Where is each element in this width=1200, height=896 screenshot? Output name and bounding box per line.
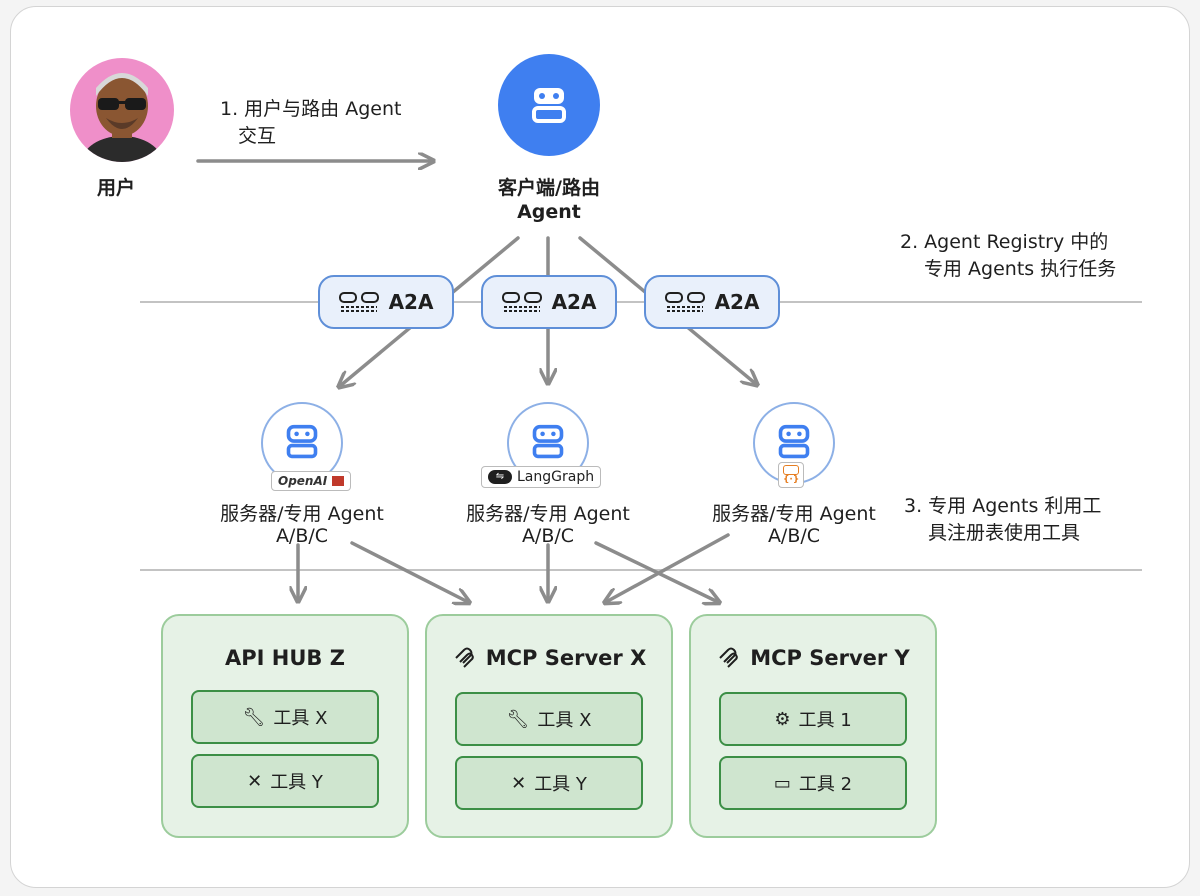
- a2a-handshake-icon: [338, 292, 379, 312]
- mini-robot-icon: [783, 465, 800, 475]
- hub-title: MCP Server Y: [691, 646, 935, 670]
- a2a-handshake-icon: [664, 292, 705, 312]
- drill-icon: ⚙︎: [774, 708, 791, 730]
- wrench-icon: 🔧︎: [506, 708, 530, 730]
- openai-logo-mark: [332, 476, 345, 486]
- hub-title: MCP Server X: [427, 646, 671, 670]
- code-braces-icon: {·}: [783, 475, 800, 485]
- agent-c-label-line2: A/B/C: [767, 525, 821, 547]
- step1-line1: 1. 用户与路由 Agent: [220, 98, 402, 120]
- step3-line1: 3. 专用 Agents 利用工: [904, 495, 1102, 517]
- agent-a-label-line1: 服务器/专用 Agent: [220, 503, 384, 525]
- agent-a-label-line2: A/B/C: [275, 525, 329, 547]
- agent-b-label-line2: A/B/C: [521, 525, 575, 547]
- a2a-pill-2: A2A: [481, 275, 617, 329]
- router-agent-node: [498, 54, 600, 156]
- user-avatar: [70, 58, 174, 162]
- langgraph-label: LangGraph: [517, 469, 595, 485]
- tool-x[interactable]: 🔧︎ 工具 X: [455, 692, 643, 746]
- hub-title-label: API HUB Z: [225, 646, 345, 670]
- hub-title-label: MCP Server Y: [750, 646, 910, 670]
- hub-title-label: MCP Server X: [485, 646, 647, 670]
- tool-label: 工具 Y: [270, 772, 323, 793]
- a2a-handshake-icon: [501, 292, 542, 312]
- mcp-server-y: MCP Server Y ⚙︎ 工具 1 ▭ 工具 2: [689, 614, 937, 838]
- code-agent-badge: {·}: [778, 462, 805, 488]
- tool-1[interactable]: ⚙︎ 工具 1: [719, 692, 907, 746]
- tool-label: 工具 X: [537, 710, 592, 731]
- a2a-pill-1: A2A: [318, 275, 454, 329]
- tool-y[interactable]: ✕ 工具 Y: [191, 754, 379, 808]
- robot-icon: [532, 424, 564, 459]
- ruler-icon: ▭: [773, 772, 791, 794]
- agent-c-to-mcpx-arrow: [606, 533, 730, 602]
- tool-y[interactable]: ✕ 工具 Y: [455, 756, 643, 810]
- a2a-label: A2A: [551, 290, 597, 314]
- mcp-icon: [719, 647, 739, 668]
- mcp-server-x: MCP Server X 🔧︎ 工具 X ✕ 工具 Y: [425, 614, 673, 838]
- langgraph-logo-icon: ⇋: [488, 470, 512, 484]
- router-label-line1: 客户端/路由: [498, 177, 600, 199]
- langgraph-badge: ⇋ LangGraph: [481, 466, 602, 488]
- a2a-pill-3: A2A: [644, 275, 780, 329]
- robot-icon: [286, 424, 318, 459]
- step1-line2: 交互: [238, 125, 277, 147]
- step2-line2: 专用 Agents 执行任务: [924, 258, 1117, 280]
- step3-line2: 具注册表使用工具: [928, 522, 1081, 544]
- tool-2[interactable]: ▭ 工具 2: [719, 756, 907, 810]
- api-hub-z: API HUB Z 🔧︎ 工具 X ✕ 工具 Y: [161, 614, 409, 838]
- agent-a-to-mcpx-arrow: [350, 541, 468, 602]
- user-label: 用户: [97, 177, 136, 199]
- tool-label: 工具 1: [798, 710, 852, 731]
- hub-title: API HUB Z: [163, 646, 407, 670]
- server-agent-c-node: [753, 402, 835, 484]
- openai-logo: OpenAI: [278, 474, 328, 488]
- step2-line1: 2. Agent Registry 中的: [900, 231, 1109, 253]
- mcp-icon: [455, 647, 474, 668]
- tool-label: 工具 Y: [534, 774, 587, 795]
- tool-label: 工具 2: [798, 774, 853, 795]
- crossed-tools-icon: ✕: [247, 770, 263, 792]
- a2a-label: A2A: [388, 290, 434, 314]
- router-label-line2: Agent: [517, 201, 581, 223]
- agent-b-label-line1: 服务器/专用 Agent: [466, 503, 630, 525]
- tool-label: 工具 X: [273, 708, 328, 729]
- a2a-label: A2A: [714, 290, 760, 314]
- agent-c-label-line1: 服务器/专用 Agent: [712, 503, 876, 525]
- openai-badge: OpenAI: [271, 471, 352, 491]
- crossed-tools-icon: ✕: [511, 772, 527, 794]
- robot-icon: [532, 88, 566, 123]
- wrench-icon: 🔧︎: [242, 706, 266, 728]
- tool-x[interactable]: 🔧︎ 工具 X: [191, 690, 379, 744]
- robot-icon: [778, 424, 810, 459]
